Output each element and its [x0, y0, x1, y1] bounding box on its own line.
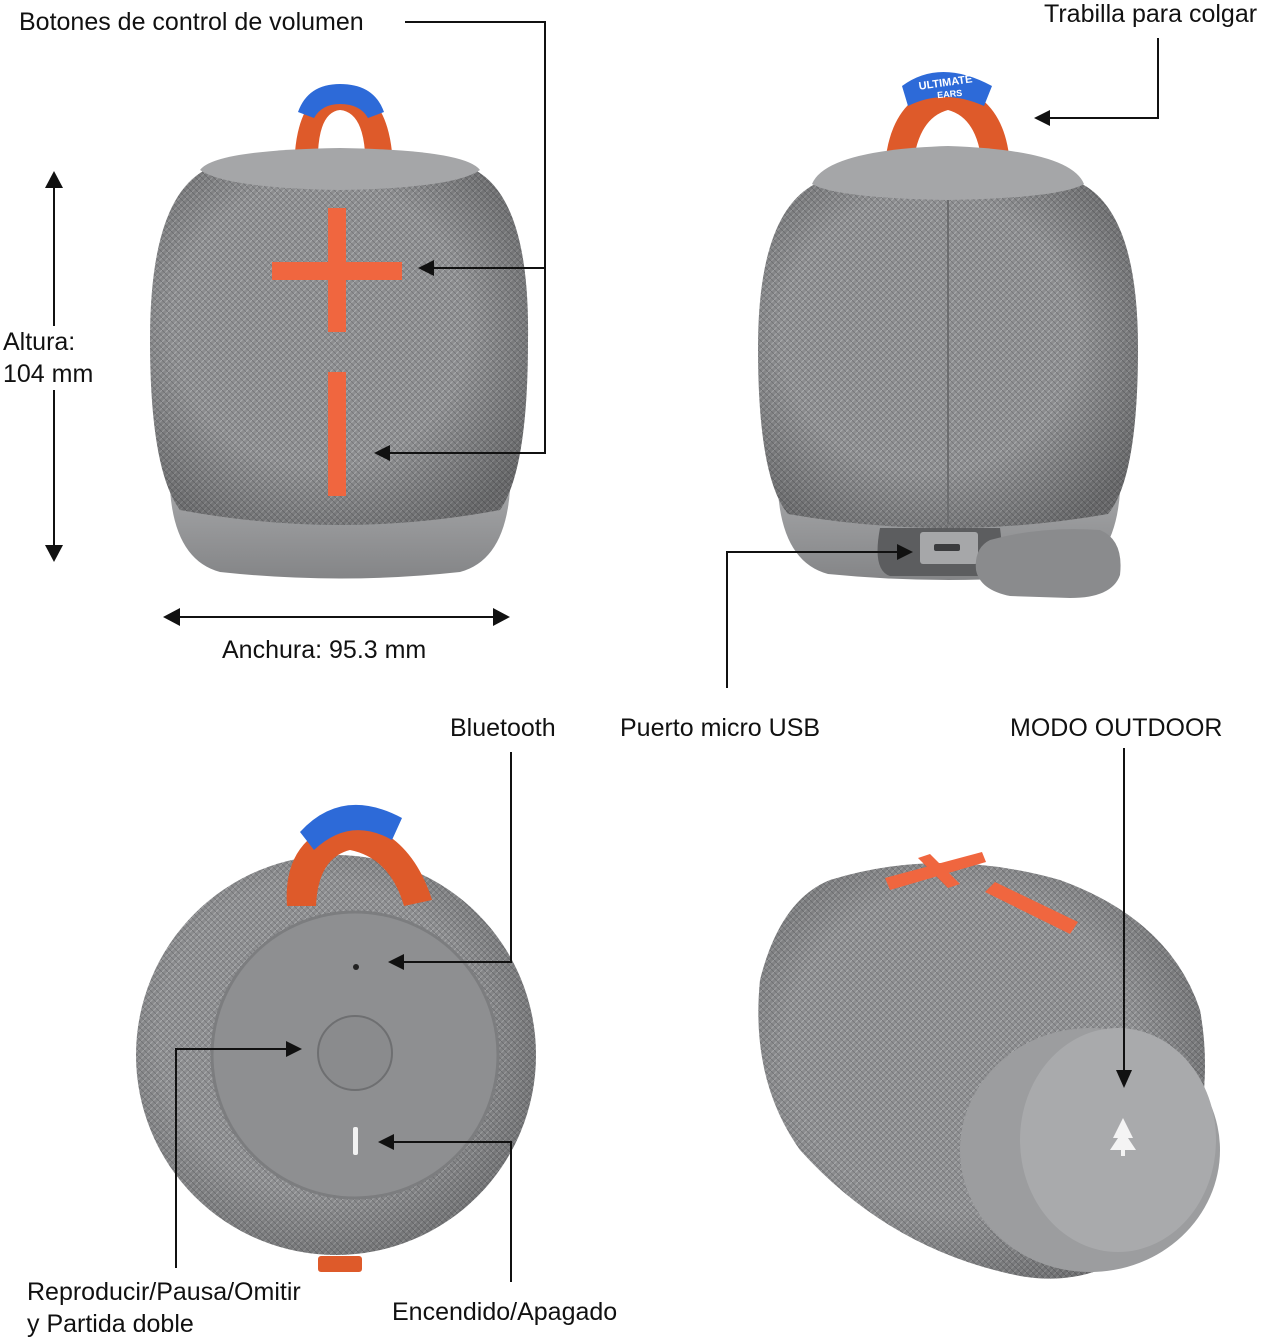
power-icon — [353, 1127, 358, 1155]
minus-icon — [328, 372, 346, 496]
top-cap — [200, 148, 480, 190]
label-height: Altura: — [3, 326, 76, 358]
callout-micro-usb — [726, 544, 913, 688]
strap-blue-band — [300, 804, 402, 850]
strap-brand-text: EARS — [937, 88, 963, 101]
callout-power — [378, 1134, 512, 1282]
minus-icon — [985, 882, 1078, 934]
plus-icon — [885, 852, 986, 890]
play-pause-button — [317, 1015, 393, 1091]
label-volume-buttons: Botones de control de volumen — [19, 6, 364, 38]
speaker-front-view — [150, 84, 529, 579]
label-outdoor-mode: MODO OUTDOOR — [1010, 712, 1223, 744]
tree-icon — [1110, 1118, 1136, 1156]
width-dimension-arrow — [163, 608, 510, 626]
speaker-side-view — [758, 852, 1220, 1279]
hanging-strap — [885, 84, 1010, 166]
label-play-pause-line2: y Partida doble — [27, 1308, 194, 1340]
label-height-value: 104 mm — [3, 358, 94, 390]
label-width: Anchura: 95.3 mm — [222, 634, 427, 666]
top-cap — [812, 146, 1084, 200]
callout-play-pause — [175, 1041, 302, 1268]
label-play-pause: Reproducir/Pausa/Omitir — [27, 1276, 301, 1308]
plus-icon — [272, 208, 402, 332]
strap-blue-band — [902, 72, 992, 106]
bottom-strap-tab — [318, 1256, 362, 1272]
label-micro-usb: Puerto micro USB — [620, 712, 821, 744]
speaker-back-view: ULTIMATE EARS — [758, 72, 1138, 598]
label-bluetooth: Bluetooth — [450, 712, 556, 744]
bluetooth-led-icon — [353, 964, 359, 970]
callout-hanging-strap — [1034, 38, 1159, 126]
usb-flap — [975, 529, 1121, 598]
callout-bluetooth — [388, 752, 512, 970]
strap-blue-band — [298, 84, 384, 118]
callout-outdoor-mode — [1116, 748, 1132, 1088]
label-power: Encendido/Apagado — [392, 1296, 618, 1328]
label-hanging-strap: Trabilla para colgar — [1044, 0, 1258, 30]
speaker-top-view — [136, 804, 536, 1272]
callout-volume-buttons — [374, 21, 546, 461]
